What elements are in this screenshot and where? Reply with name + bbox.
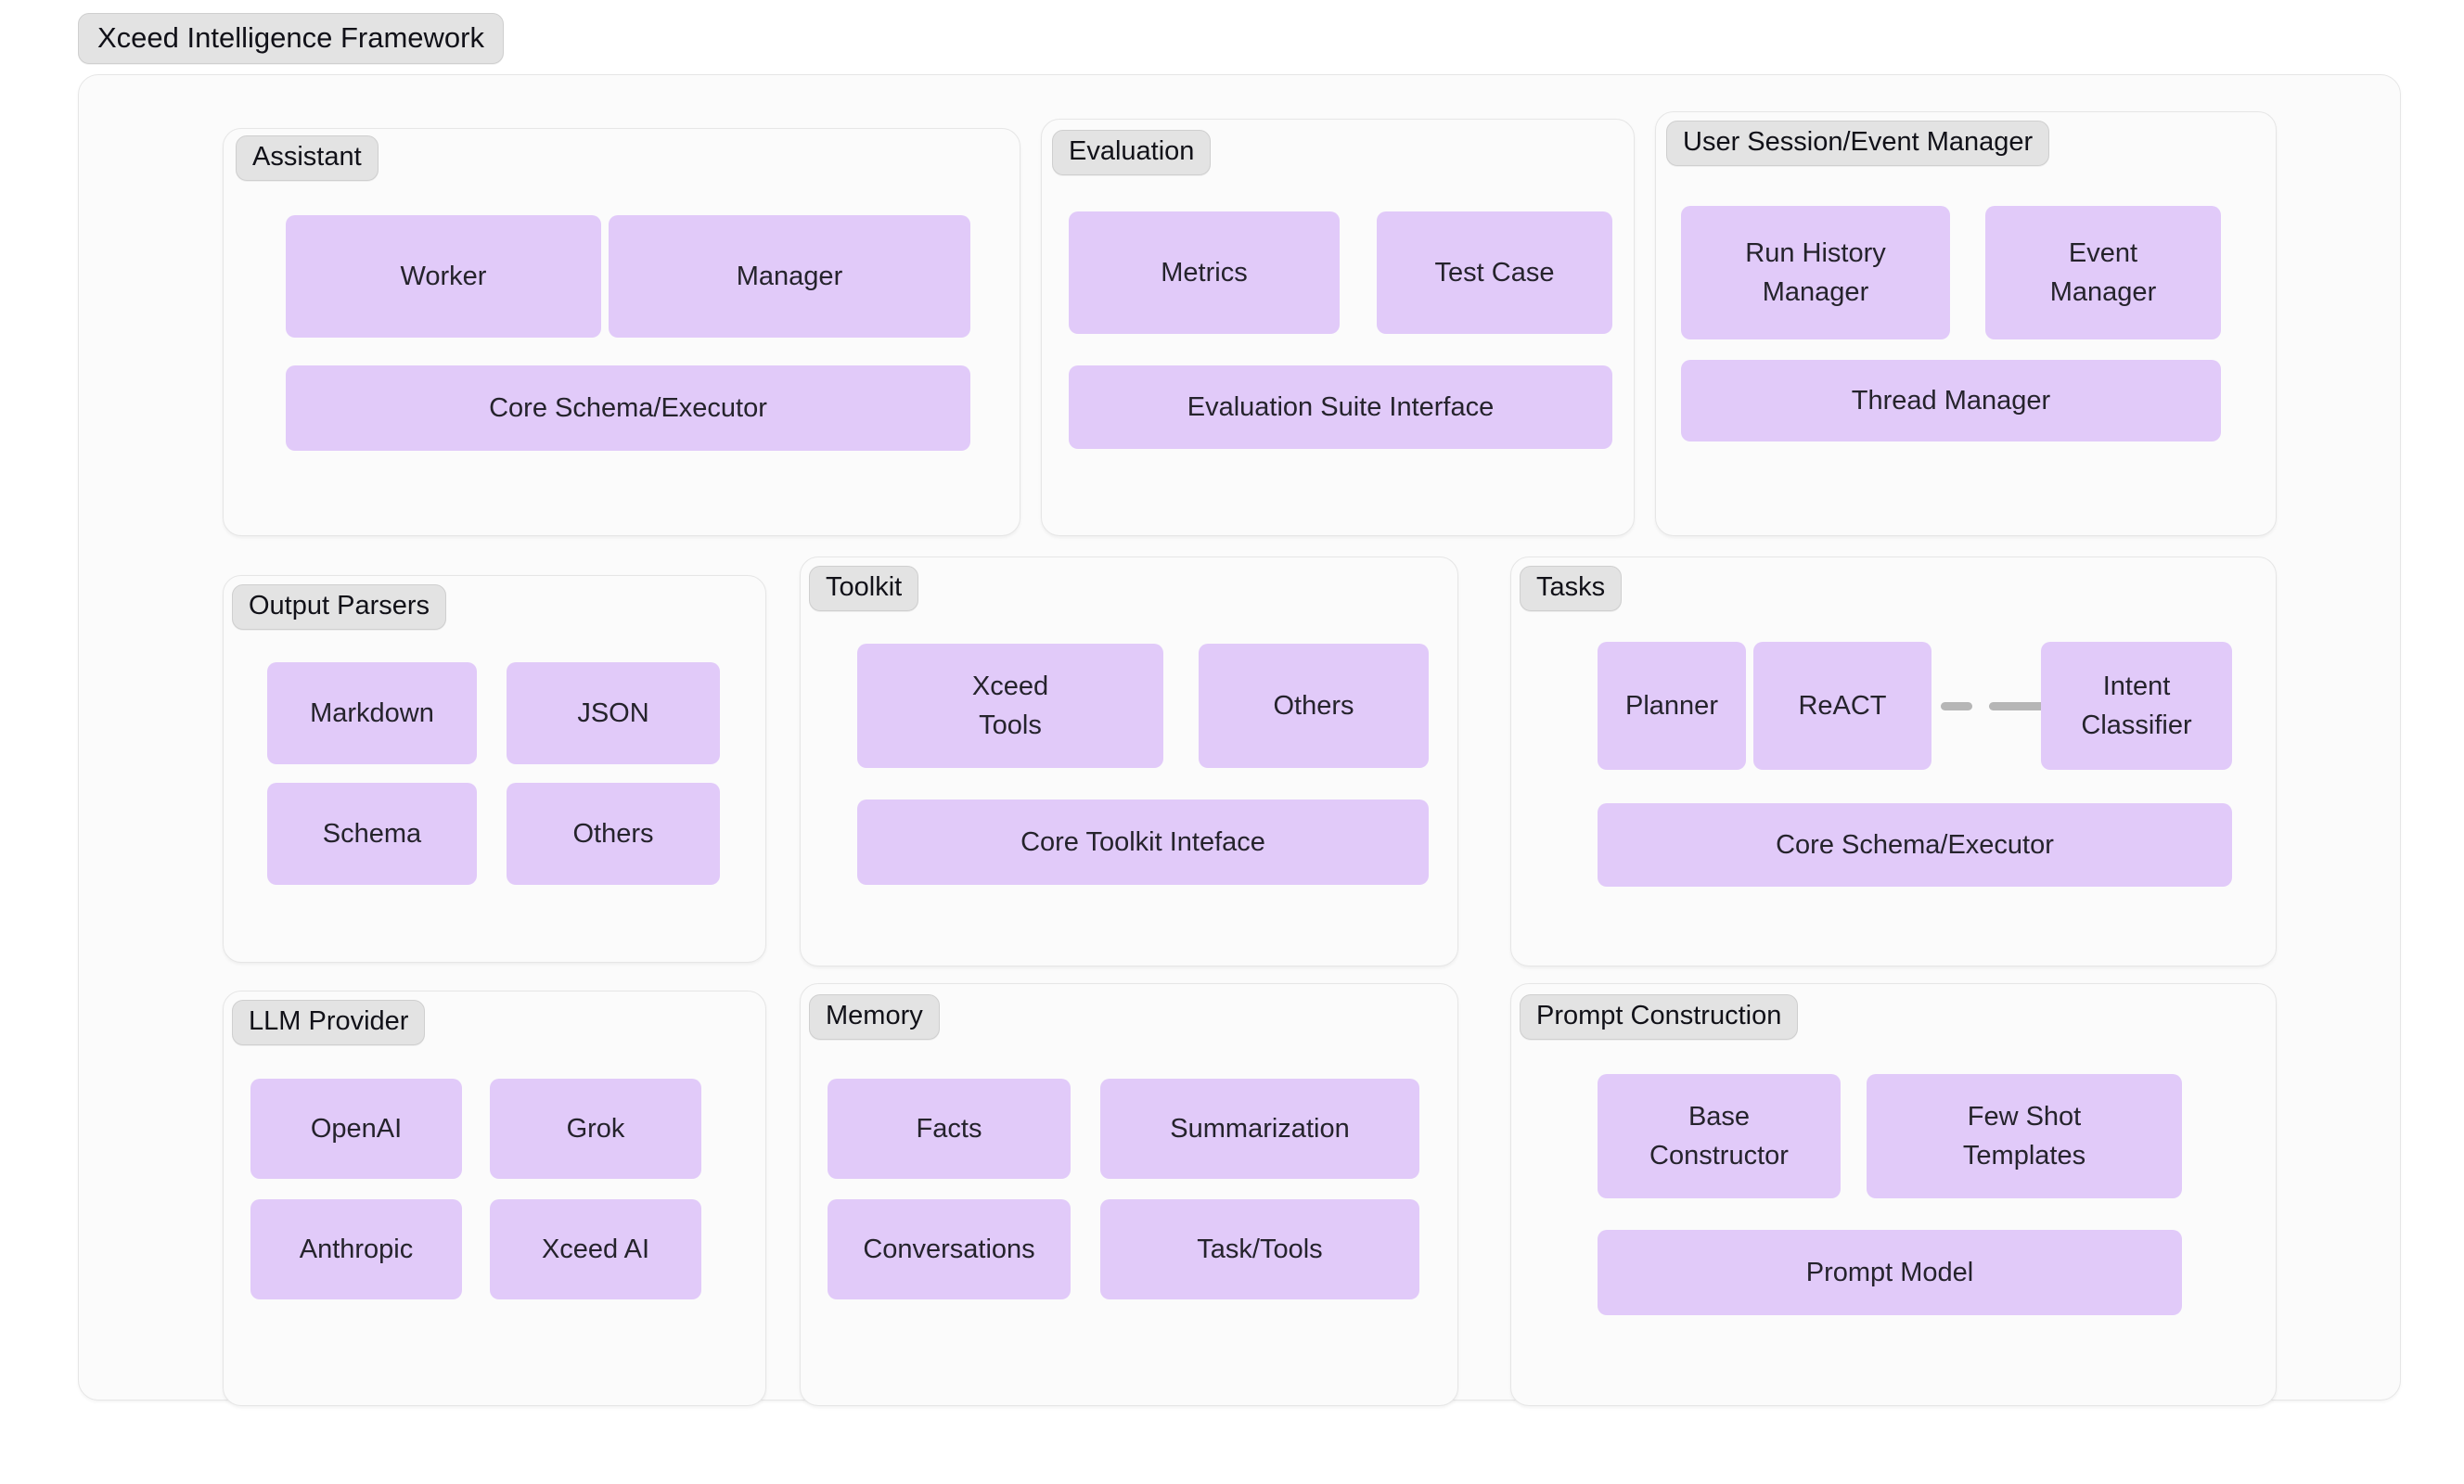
node-prompt-few-shot-templates[interactable]: Few Shot Templates [1867,1074,2182,1198]
node-task-planner[interactable]: Planner [1598,642,1746,770]
node-memory-facts[interactable]: Facts [828,1079,1071,1179]
node-prompt-model[interactable]: Prompt Model [1598,1230,2182,1315]
node-parser-json[interactable]: JSON [507,662,720,764]
node-llm-anthropic[interactable]: Anthropic [250,1199,462,1299]
group-memory [800,983,1458,1406]
group-label-output-parsers: Output Parsers [232,584,447,630]
node-assistant-manager[interactable]: Manager [609,215,970,338]
group-label-assistant: Assistant [236,135,379,181]
node-llm-grok[interactable]: Grok [490,1079,701,1179]
node-llm-xceed-ai[interactable]: Xceed AI [490,1199,701,1299]
group-label-prompt-construction: Prompt Construction [1520,994,1799,1040]
node-prompt-base-constructor[interactable]: Base Constructor [1598,1074,1841,1198]
node-toolkit-others[interactable]: Others [1199,644,1429,768]
group-label-evaluation: Evaluation [1052,130,1212,175]
node-memory-summarization[interactable]: Summarization [1100,1079,1419,1179]
group-label-tasks: Tasks [1520,566,1623,611]
node-parser-markdown[interactable]: Markdown [267,662,477,764]
group-label-toolkit: Toolkit [809,566,919,611]
node-evaluation-test-case[interactable]: Test Case [1377,211,1612,334]
task-connector-dash-2 [1989,702,2047,710]
group-label-llm-provider: LLM Provider [232,1000,426,1045]
node-task-core-schema-executor[interactable]: Core Schema/Executor [1598,803,2232,887]
node-assistant-core-schema-executor[interactable]: Core Schema/Executor [286,365,970,451]
framework-title-chip: Xceed Intelligence Framework [78,13,504,64]
task-connector-dash-1 [1941,702,1972,710]
group-output-parsers [223,575,766,963]
group-label-user-session-event-manager: User Session/Event Manager [1666,121,2050,166]
node-evaluation-metrics[interactable]: Metrics [1069,211,1340,334]
node-memory-task-tools[interactable]: Task/Tools [1100,1199,1419,1299]
node-run-history-manager[interactable]: Run History Manager [1681,206,1950,339]
node-parser-others[interactable]: Others [507,783,720,885]
node-toolkit-xceed-tools[interactable]: Xceed Tools [857,644,1163,768]
node-core-toolkit-interface[interactable]: Core Toolkit Inteface [857,800,1429,885]
node-evaluation-suite-interface[interactable]: Evaluation Suite Interface [1069,365,1612,449]
node-assistant-worker[interactable]: Worker [286,215,601,338]
node-parser-schema[interactable]: Schema [267,783,477,885]
node-llm-openai[interactable]: OpenAI [250,1079,462,1179]
node-task-react[interactable]: ReACT [1753,642,1931,770]
group-llm-provider [223,991,766,1406]
node-thread-manager[interactable]: Thread Manager [1681,360,2221,441]
node-event-manager[interactable]: Event Manager [1985,206,2221,339]
group-label-memory: Memory [809,994,940,1040]
node-memory-conversations[interactable]: Conversations [828,1199,1071,1299]
node-task-intent-classifier[interactable]: Intent Classifier [2041,642,2232,770]
